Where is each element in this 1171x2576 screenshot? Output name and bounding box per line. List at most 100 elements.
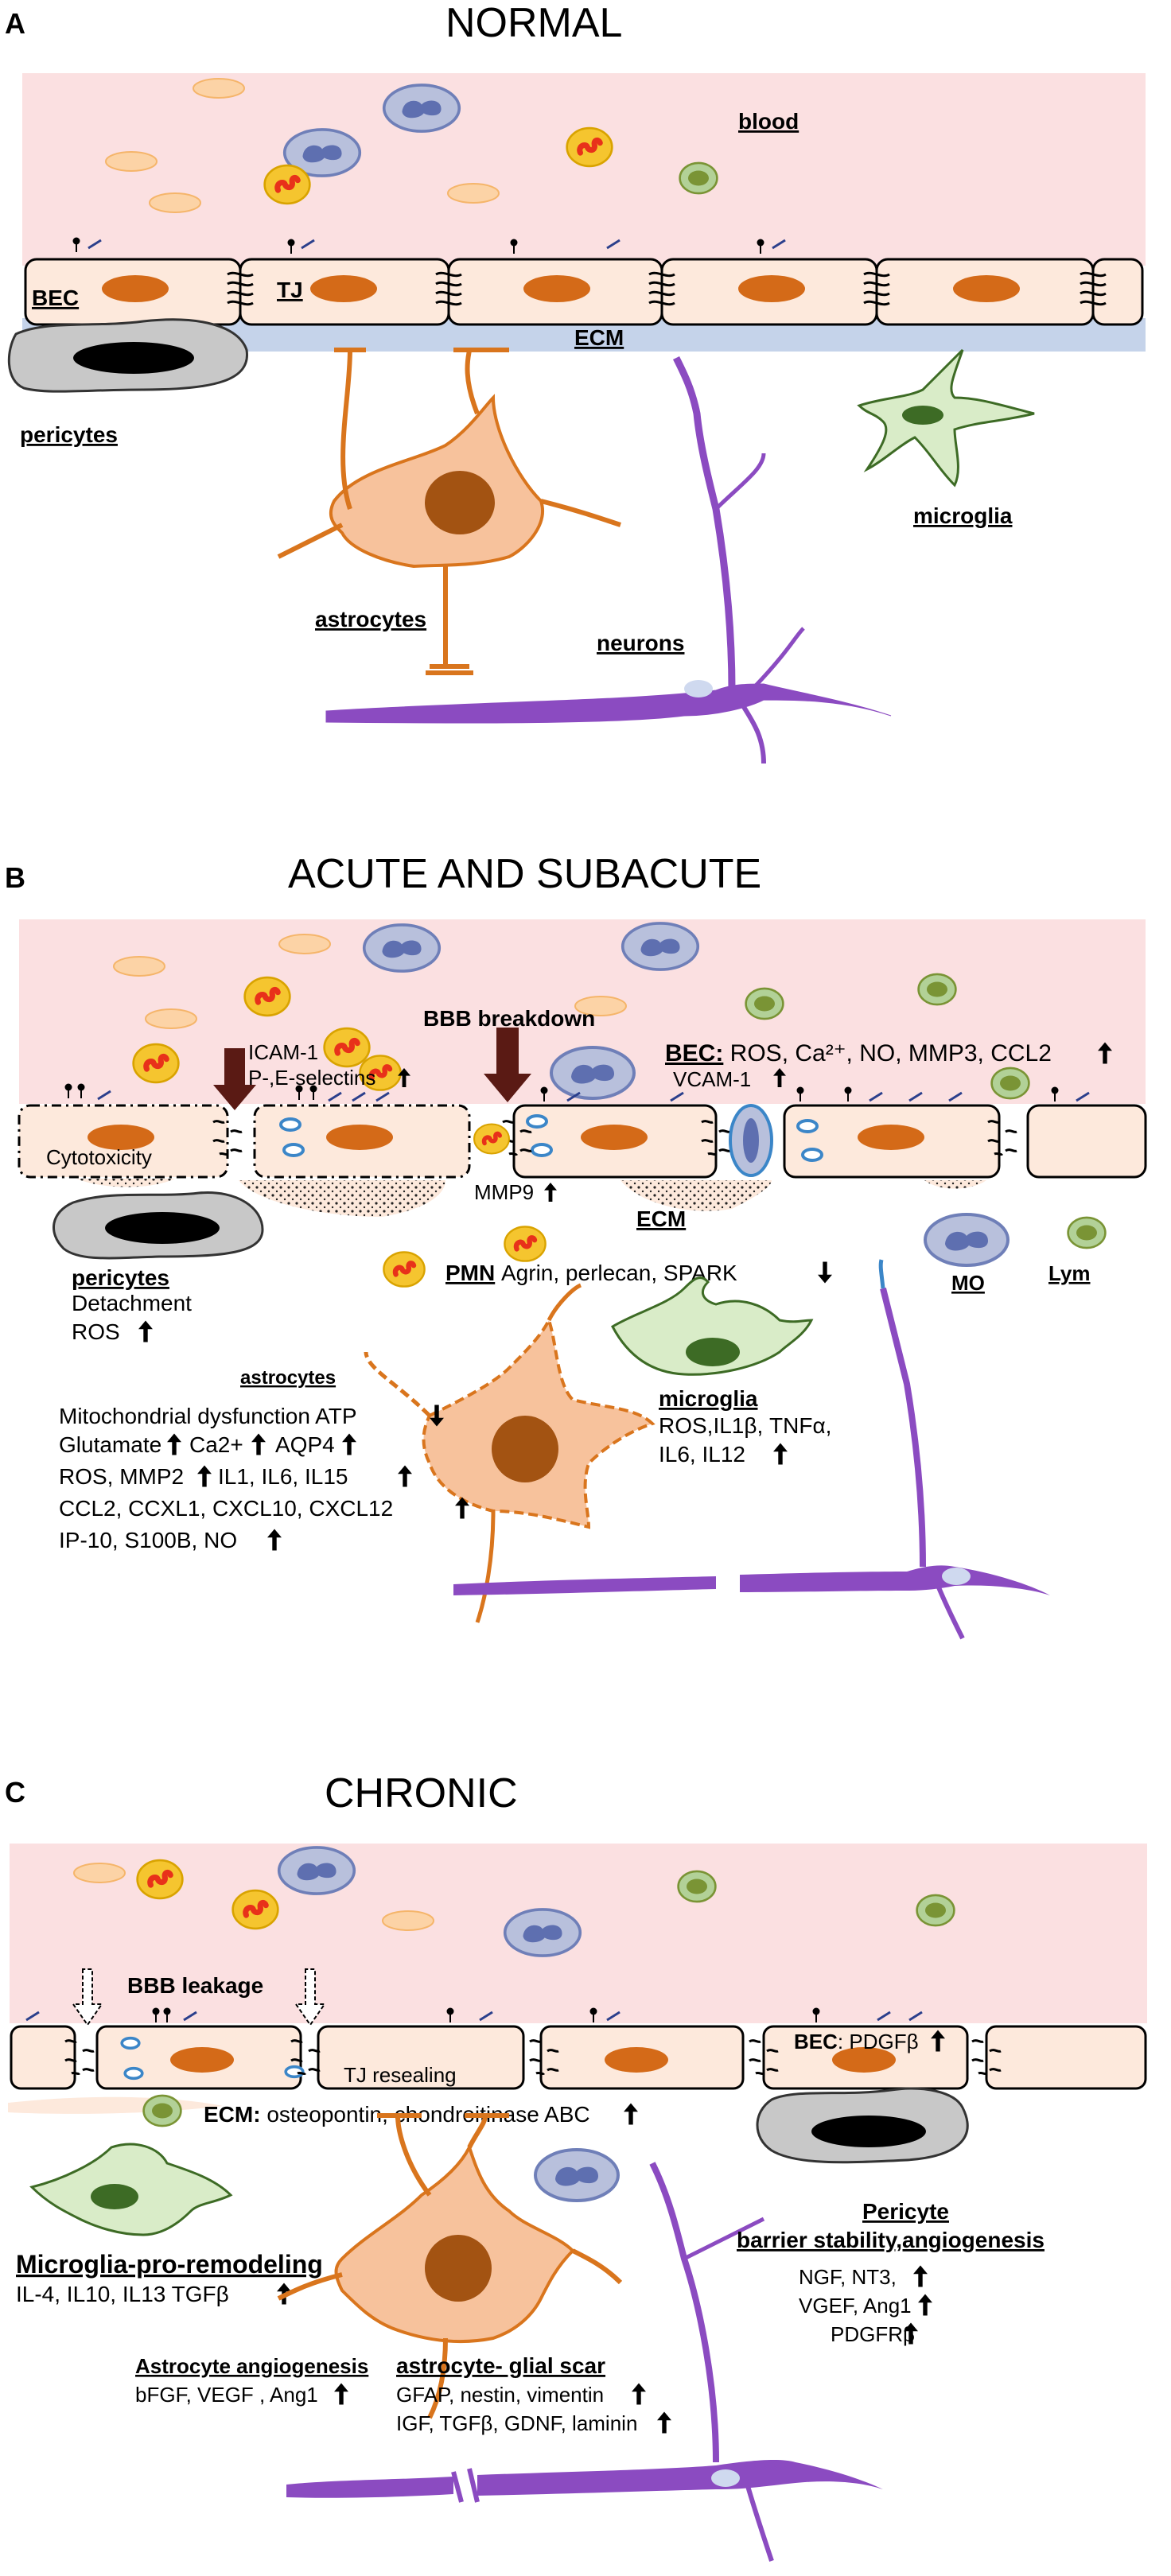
ecm-patch-b1 — [239, 1180, 445, 1217]
tj-resealing-label: TJ resealing — [344, 2063, 457, 2087]
up-arrow-icon — [267, 1529, 282, 1551]
astro-scar-line2: IGF, TGFβ, GDNF, laminin — [396, 2411, 637, 2435]
ecm-patch-b2 — [621, 1180, 772, 1211]
microglia-cell — [857, 348, 1035, 488]
cytotoxicity-label: Cytotoxicity — [46, 1145, 152, 1169]
astro-b-line2a: Glutamate — [59, 1432, 161, 1457]
panel-a-title: NORMAL — [445, 0, 622, 46]
bec-c-head: BEC — [794, 2030, 838, 2053]
pericyte-c-line1: NGF, NT3, — [799, 2265, 897, 2289]
astro-b-line2c: AQP4 — [275, 1432, 335, 1457]
bec-b-rest: ROS, Ca²⁺, NO, MMP3, CCL2 — [723, 1040, 1052, 1067]
up-arrow-icon — [251, 1433, 266, 1455]
microglia-b-line2: IL6, IL12 — [659, 1442, 745, 1467]
detachment-label: Detachment — [72, 1291, 192, 1315]
bec-c-line: BEC: PDGFβ — [794, 2030, 919, 2053]
ecm-b-label: ECM — [636, 1206, 686, 1231]
pericyte-c-title2: barrier stability,angiogenesis — [737, 2228, 1045, 2252]
up-arrow-icon — [167, 1433, 181, 1455]
astro-angio-line: bFGF, VEGF , Ang1 — [135, 2383, 318, 2407]
bec-b-head: BEC: — [665, 1040, 723, 1067]
astrocyte-cell — [277, 348, 621, 675]
up-arrow-icon — [913, 2265, 928, 2287]
pericyte-c-line2: VGEF, Ang1 — [799, 2294, 912, 2318]
up-arrow-icon — [342, 1433, 356, 1455]
neuron-cell-b — [453, 1288, 1050, 1640]
pericyte-c-line3: PDGFRβ — [831, 2322, 915, 2346]
microglia-c-title: Microglia-pro-remodeling — [16, 2250, 323, 2279]
up-arrow-icon — [544, 1183, 557, 1202]
microglia-cell-c — [29, 2143, 233, 2236]
bec-c-rest: : PDGFβ — [838, 2030, 919, 2053]
neuron-cell — [325, 356, 892, 764]
up-arrow-icon — [773, 1443, 788, 1465]
up-arrow-icon — [197, 1465, 212, 1487]
ecm-c-line: ECM: osteopontin, chondroitinase ABC — [204, 2102, 590, 2127]
endothelial-row-a — [24, 258, 1144, 326]
astro-b-line3b: IL1, IL6, IL15 — [218, 1464, 348, 1489]
astro-scar-line1: GFAP, nestin, vimentin — [396, 2383, 604, 2407]
astrocyte-cell-c — [277, 2113, 623, 2419]
astro-scar-title: astrocyte- glial scar — [396, 2353, 605, 2378]
vcam-label: VCAM-1 — [673, 1067, 751, 1091]
neuron-cell-c — [286, 2162, 883, 2562]
panel-b: B ACUTE AND SUBACUTE — [5, 851, 1147, 1640]
up-arrow-icon — [138, 1320, 153, 1342]
icam-arrow-icon — [213, 1048, 256, 1110]
panel-a: A NORMAL blood — [5, 0, 1146, 764]
pmn-label: PMN — [445, 1261, 495, 1285]
bec-label: BEC — [32, 286, 79, 310]
astro-b-line2b: Ca2+ — [189, 1432, 243, 1457]
microglia-b-label: microglia — [659, 1386, 758, 1411]
up-arrow-icon — [334, 2383, 348, 2405]
bbb-leakage-label: BBB leakage — [127, 1973, 263, 1998]
neurons-label: neurons — [597, 631, 684, 655]
leakage-arrow-right-icon — [294, 1968, 326, 2026]
panel-c-title: CHRONIC — [325, 1770, 518, 1816]
astrocytes-b-label: astrocytes — [240, 1367, 336, 1389]
ecm-strip-c — [8, 2096, 223, 2114]
panel-a-letter: A — [5, 7, 25, 40]
down-arrow-icon — [818, 1261, 832, 1284]
ecm-label: ECM — [574, 325, 624, 350]
mo-label: MO — [951, 1271, 985, 1295]
pericyte-c-title1: Pericyte — [862, 2199, 949, 2224]
up-arrow-icon — [398, 1465, 412, 1487]
leakage-arrow-left-icon — [72, 1968, 103, 2026]
ecm-c-head: ECM: — [204, 2102, 261, 2127]
icam-label: ICAM-1 — [248, 1040, 318, 1064]
astro-b-line1: Mitochondrial dysfunction ATP — [59, 1404, 357, 1428]
endothelial-row-b — [18, 1104, 1147, 1179]
bbb-breakdown-arrow-icon — [484, 1028, 531, 1102]
selectins-label: P-,E-selectins — [248, 1066, 375, 1090]
blood-region — [22, 73, 1146, 266]
up-arrow-icon — [657, 2411, 671, 2434]
astro-angio-title: Astrocyte angiogenesis — [135, 2354, 368, 2378]
panel-b-letter: B — [5, 861, 25, 894]
panel-c-letter: C — [5, 1776, 25, 1809]
up-arrow-icon — [624, 2103, 638, 2125]
up-arrow-icon — [918, 2294, 932, 2316]
bec-b-line: BEC: ROS, Ca²⁺, NO, MMP3, CCL2 — [665, 1040, 1052, 1067]
astrocytes-label: astrocytes — [315, 607, 426, 631]
astro-b-line5: IP-10, S100B, NO — [59, 1528, 237, 1552]
ros-b-label: ROS — [72, 1319, 120, 1344]
microglia-cell-b — [611, 1276, 814, 1376]
ecm-c-rest: osteopontin, chondroitinase ABC — [261, 2102, 590, 2127]
tj-label: TJ — [277, 278, 303, 302]
bbb-breakdown-label: BBB breakdown — [423, 1006, 595, 1031]
microglia-b-line1: ROS,IL1β, TNFα, — [659, 1413, 831, 1438]
astro-b-line3a: ROS, MMP2 — [59, 1464, 184, 1489]
mmp9-label: MMP9 — [474, 1180, 534, 1204]
blood-label: blood — [738, 109, 799, 134]
lym-label: Lym — [1048, 1261, 1091, 1285]
astrocyte-cell-b — [364, 1283, 656, 1623]
astro-b-line4: CCL2, CCXL1, CXCL10, CXCL12 — [59, 1496, 393, 1521]
pericytes-label: pericytes — [20, 422, 118, 447]
pericytes-b-label: pericytes — [72, 1265, 169, 1290]
up-arrow-icon — [632, 2383, 646, 2405]
panel-c: C CHRONIC BBB leakage — [5, 1770, 1147, 2562]
microglia-label: microglia — [913, 503, 1013, 528]
